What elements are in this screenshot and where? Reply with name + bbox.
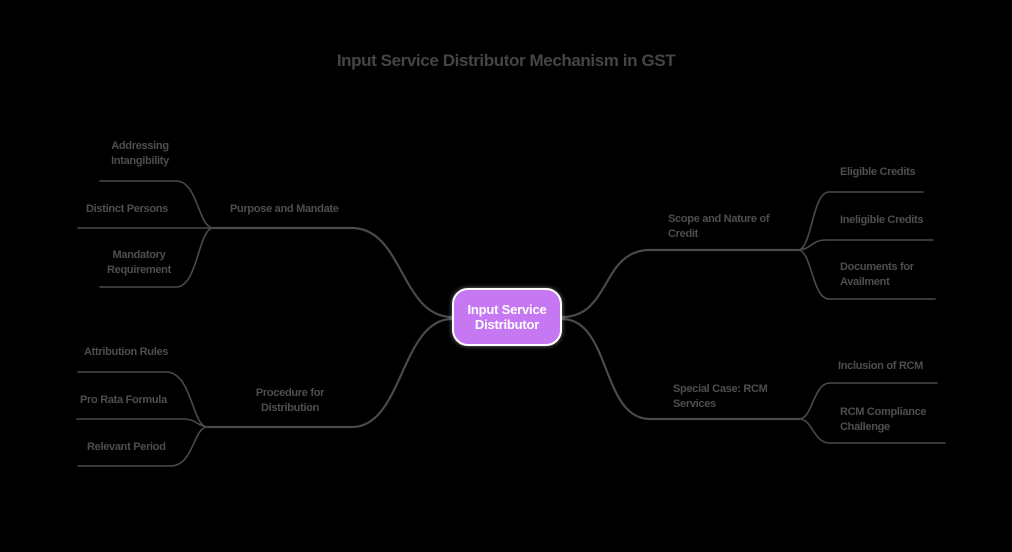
child-label-ineligible-credits: Ineligible Credits [840, 214, 924, 226]
link-purpose-to-root [211, 226, 454, 319]
diagram-title: Input Service Distributor Mechanism in G… [336, 51, 676, 70]
child-label-relevant-period: Relevant Period [87, 441, 166, 453]
link-eligible-credits [797, 191, 924, 251]
root-node-input-service-distributor: Input Service Distributor [452, 288, 562, 346]
child-label-attribution-rules: Attribution Rules [84, 346, 169, 358]
branch-label-special-case-rcm-services: Special Case: RCM Services [673, 383, 768, 410]
link-ineligible-credits [797, 239, 934, 251]
link-rcm-compliance-challenge [798, 418, 946, 444]
child-label-distinct-persons: Distinct Persons [86, 203, 169, 215]
link-pro-rata-formula [76, 418, 208, 428]
link-procedure-to-root [205, 317, 454, 429]
link-inclusion-of-rcm [798, 382, 938, 420]
child-label-mandatory-requirement: Mandatory Requirement [107, 249, 171, 276]
branch-label-procedure-for-distribution: Procedure for Distribution [255, 387, 325, 414]
link-addressing-intangibility [99, 180, 214, 229]
child-label-pro-rata-formula: Pro Rata Formula [80, 394, 167, 406]
link-attribution-rules [77, 371, 208, 428]
child-label-addressing-intangibility: Addressing Intangibility [111, 140, 169, 167]
child-label-eligible-credits: Eligible Credits [840, 166, 916, 178]
link-root-to-rcm-services [560, 317, 801, 421]
link-mandatory-requirement [99, 227, 214, 288]
child-label-inclusion-of-rcm: Inclusion of RCM [838, 360, 924, 372]
child-label-documents-for-availment: Documents for Availment [840, 261, 914, 288]
link-root-to-scope [560, 248, 800, 319]
child-label-rcm-compliance-challenge: RCM Compliance Challenge [840, 406, 927, 433]
branch-label-purpose-and-mandate: Purpose and Mandate [230, 203, 339, 215]
link-documents-for-availment [797, 249, 936, 300]
branch-label-scope-and-nature-of-credit: Scope and Nature of Credit [668, 213, 770, 240]
link-relevant-period [77, 426, 208, 467]
